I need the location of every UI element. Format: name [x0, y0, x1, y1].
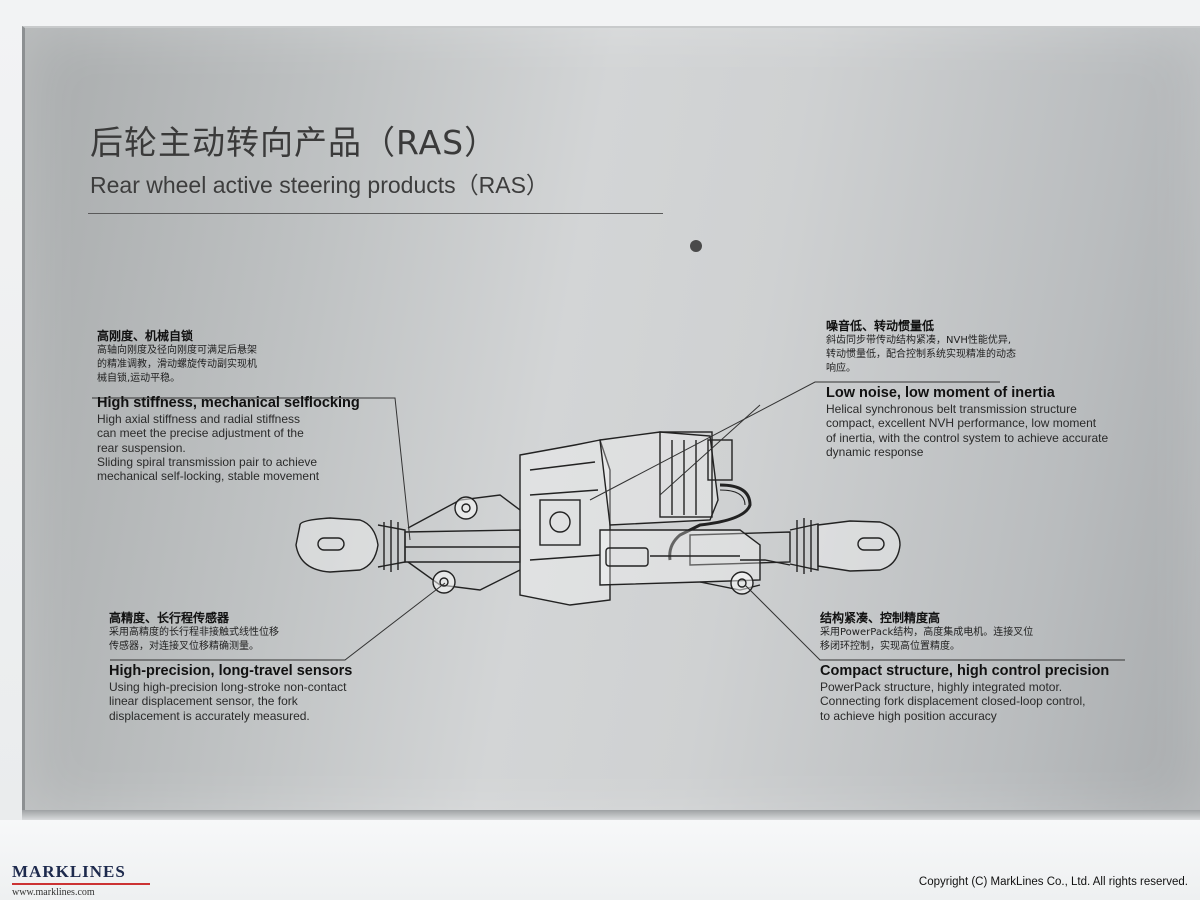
feature-cn-line: 斜齿同步带传动结构紧凑，NVH性能优异,: [826, 335, 1012, 346]
left-bellows-boot: [377, 520, 406, 572]
feature-en-title: High stiffness, mechanical selflocking: [97, 395, 360, 411]
feature-en-line: to achieve high position accuracy: [820, 708, 997, 723]
feature-stiffness: 高刚度、机械自锁 高轴向刚度及径向刚度可满足后悬架 的精准调教，滑动螺旋传动副实…: [97, 328, 360, 483]
feature-cn-line: 移闭环控制，实现高位置精度。: [820, 641, 960, 652]
feature-cn-line: 采用高精度的长行程非接触式线性位移: [109, 627, 279, 638]
feature-en-line: rear suspension.: [97, 440, 186, 455]
feature-en-title: Low noise, low moment of inertia: [826, 385, 1055, 401]
feature-cn-line: 械自锁,运动平稳。: [97, 373, 181, 384]
actuator-tube: [404, 529, 521, 563]
left-mount-bracket: [407, 494, 521, 591]
feature-cn-line: 采用PowerPack结构，高度集成电机。连接叉位: [820, 627, 1034, 638]
feature-en-title: Compact structure, high control precisio…: [820, 663, 1110, 679]
panel-edge: [22, 810, 1200, 820]
leader-line-compact: [744, 584, 1125, 661]
panel-title-english: Rear wheel active steering products（RAS）: [90, 172, 549, 198]
marklines-logo[interactable]: MARKLINES www.marklines.com: [12, 862, 150, 898]
feature-compact: 结构紧凑、控制精度高 采用PowerPack结构，高度集成电机。连接叉位 移闭环…: [820, 610, 1109, 723]
base-shelf: [0, 820, 1200, 900]
feature-en-line: High axial stiffness and radial stiffnes…: [97, 412, 300, 426]
panel-title-chinese: 后轮主动转向产品（RAS）: [90, 123, 499, 162]
feature-cn-line: 转动惯量低，配合控制系统实现精准的动态: [826, 349, 1016, 360]
title-underline: [88, 213, 663, 214]
leader-line-inertia-2: [659, 404, 761, 496]
leader-line-inertia: [589, 381, 1000, 501]
feature-cn-line: 响应。: [826, 363, 856, 374]
feature-en-line: mechanical self-locking, stable movement: [97, 469, 320, 484]
feature-en-line: Connecting fork displacement closed-loop…: [820, 694, 1086, 709]
feature-en-line: Helical synchronous belt transmission st…: [826, 402, 1077, 416]
feature-en-line: Sliding spiral transmission pair to achi…: [97, 454, 318, 469]
feature-sensors: 高精度、长行程传感器 采用高精度的长行程非接触式线性位移 传感器，对连接叉位移精…: [109, 610, 352, 723]
linear-sensor: [599, 529, 761, 586]
feature-en-line: can meet the precise adjustment of the: [97, 426, 304, 441]
feature-cn-line: 高轴向刚度及径向刚度可满足后悬架: [97, 345, 257, 356]
title-dot-marker: [690, 240, 702, 252]
feature-en-line: linear displacement sensor, the fork: [109, 694, 298, 709]
feature-cn-title: 结构紧凑、控制精度高: [820, 611, 941, 625]
feature-cn-line: 的精准调教，滑动螺旋传动副实现机: [97, 359, 257, 370]
feature-en-line: PowerPack structure, highly integrated m…: [820, 680, 1063, 694]
feature-cn-title: 高刚度、机械自锁: [97, 329, 194, 343]
feature-en-line: compact, excellent NVH performance, low …: [826, 416, 1097, 431]
leader-line-sensor: [110, 582, 446, 661]
feature-en-line: dynamic response: [826, 444, 924, 459]
gearbox-housing: [519, 439, 611, 606]
feature-cn-title: 噪音低、转动惯量低: [826, 319, 935, 333]
left-tie-rod-end: [295, 517, 379, 573]
copyright-notice: Copyright (C) MarkLines Co., Ltd. All ri…: [918, 876, 1188, 888]
feature-en-line: of inertia, with the control system to a…: [826, 430, 1109, 445]
leader-line-stiffness: [92, 397, 411, 541]
feature-low-noise: 噪音低、转动惯量低 斜齿同步带传动结构紧凑，NVH性能优异, 转动惯量低，配合控…: [826, 318, 1108, 459]
logo-wordmark: MARKLINES: [12, 862, 126, 881]
motor-body: [599, 431, 719, 526]
logo-underline: [12, 883, 150, 885]
right-bellows-boot: [789, 518, 819, 574]
feature-en-title: High-precision, long-travel sensors: [109, 663, 353, 679]
sensor-cable: [668, 483, 752, 561]
feature-cn-line: 传感器，对连接叉位移精确测量。: [109, 641, 259, 652]
feature-en-line: displacement is accurately measured.: [109, 708, 310, 723]
feature-cn-title: 高精度、长行程传感器: [109, 611, 230, 625]
logo-url: www.marklines.com: [12, 887, 95, 898]
feature-en-line: Using high-precision long-stroke non-con…: [109, 680, 347, 694]
display-panel: [22, 26, 1200, 818]
